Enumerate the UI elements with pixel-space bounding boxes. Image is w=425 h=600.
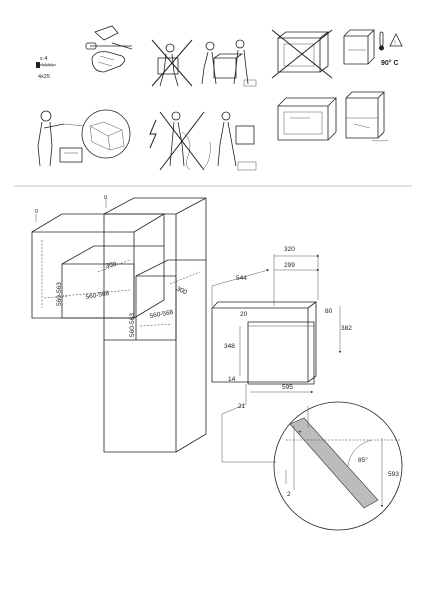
- cabinet-shelf-icon: [345, 91, 389, 142]
- oven-top-gap: 20: [240, 311, 248, 318]
- oven-depth-overall: 544: [236, 275, 247, 282]
- reading-manual-icon: [37, 109, 131, 167]
- detail-offset: 2: [287, 491, 291, 498]
- oven-opening-height: 348: [224, 343, 235, 350]
- electrical-hazard-icon: [149, 111, 205, 171]
- detail-height: 593: [388, 471, 399, 478]
- screw-size: 4x25: [38, 74, 50, 80]
- svg-text:!: !: [394, 41, 396, 47]
- wall-cabinet-diagram: [31, 213, 166, 319]
- oven-depth-top: 320: [284, 246, 295, 253]
- detail-angle: 85°: [358, 456, 368, 464]
- oven-total-height: 382: [341, 325, 352, 332]
- oven-installed-icon: [277, 97, 337, 141]
- oven-dimension-diagram: [211, 254, 342, 404]
- oven-bottom-gap: 14: [228, 376, 236, 383]
- electrician-icon: [203, 111, 257, 171]
- wall-cabinet-width: 560-568: [85, 290, 110, 301]
- wall-cabinet-gap: 0: [35, 209, 38, 215]
- screw-quantity: x 4: [40, 56, 47, 62]
- oven-panel-height: 80: [325, 308, 333, 315]
- oven-depth-body: 299: [284, 262, 295, 269]
- column-cabinet-depth: 300: [175, 285, 188, 296]
- column-cabinet-width: 560-568: [149, 309, 174, 320]
- oven-front-offset: 21: [238, 403, 246, 410]
- wall-cabinet-depth: 300: [105, 261, 117, 270]
- column-cabinet-height: 560-563: [129, 313, 136, 337]
- two-person-lift-icon: [201, 39, 257, 87]
- screw-icon: [36, 62, 56, 68]
- wall-cabinet-height: 560-563: [56, 282, 63, 306]
- column-cabinet-gap: 0: [104, 195, 107, 201]
- packaging-warning-icon: [271, 29, 333, 79]
- column-cabinet-diagram: [103, 197, 207, 453]
- max-temperature-label: 90° C: [381, 59, 399, 67]
- oven-width: 595: [282, 384, 293, 391]
- single-person-lift-icon: [151, 39, 193, 87]
- svg-text:+: +: [298, 429, 302, 436]
- tools-gloves-icon: [85, 25, 133, 73]
- cabinet-temperature-icon: !: [343, 29, 403, 65]
- detail-magnifier: +: [221, 401, 403, 531]
